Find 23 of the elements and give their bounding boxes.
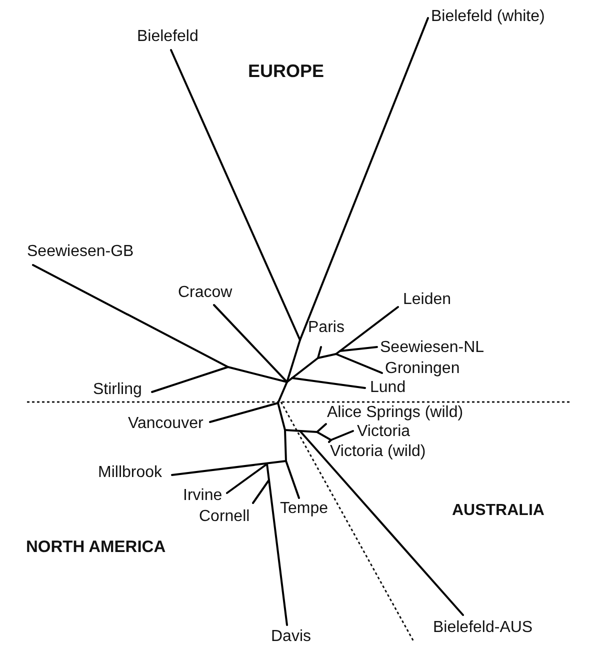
region-label: EUROPE <box>248 62 324 80</box>
taxon-label: Cracow <box>178 284 232 302</box>
taxon-label: Cornell <box>199 508 250 526</box>
region-label: NORTH AMERICA <box>26 538 166 556</box>
taxon-label: Tempe <box>280 500 328 518</box>
taxon-label: Vancouver <box>128 415 204 433</box>
taxon-label: Victoria (wild) <box>330 443 426 461</box>
taxon-label: Bielefeld-AUS <box>433 619 533 637</box>
taxon-label: Millbrook <box>98 464 162 482</box>
taxon-label: Lund <box>370 379 406 397</box>
taxon-label: Paris <box>308 319 344 337</box>
taxon-label: Groningen <box>385 360 460 378</box>
taxon-label: Leiden <box>403 291 452 309</box>
taxon-label: Davis <box>271 628 312 646</box>
taxon-label: Bielefeld (white) <box>431 8 545 26</box>
region-label: AUSTRALIA <box>452 502 544 520</box>
taxon-label: Alice Springs (wild) <box>327 404 464 422</box>
taxon-label: Stirling <box>93 381 142 399</box>
taxon-label: Seewiesen-GB <box>27 243 134 261</box>
taxon-label: Seewiesen-NL <box>380 339 484 357</box>
taxon-label: Victoria <box>357 423 410 441</box>
taxon-label: Irvine <box>183 487 222 505</box>
taxon-label: Bielefeld <box>137 28 198 46</box>
